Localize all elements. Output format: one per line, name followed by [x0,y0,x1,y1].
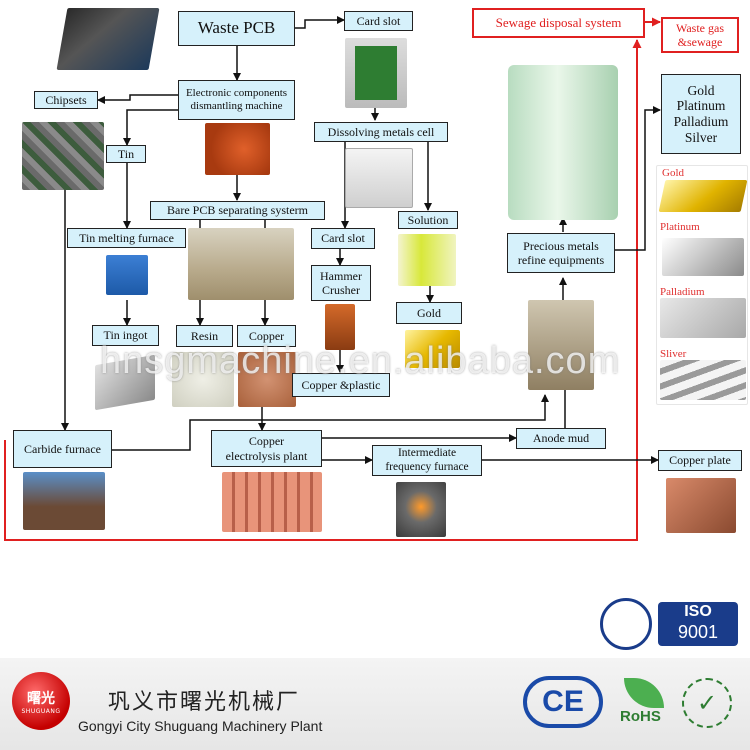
box-resin: Resin [176,325,233,347]
box-tin-ingot: Tin ingot [92,325,159,346]
carbide-furnace-image [23,472,105,530]
palladium-bar-image [660,298,746,338]
intermediate-furnace-image [396,482,446,537]
footer-bar [0,658,750,750]
box-precious-metals-list: Gold Platinum Palladium Silver [661,74,741,154]
box-waste-pcb: Waste PCB [178,11,295,46]
sewage-tank-image [508,65,618,220]
box-tin: Tin [106,145,146,163]
ce-mark-badge: CE [520,674,606,730]
metal-label-gold: Gold [662,167,684,179]
box-precious-refine: Precious metals refine equipments [507,233,615,273]
gold-bar-image [658,180,748,212]
hammer-crusher-image [325,304,355,350]
metal-label-platinum: Platinum [660,221,700,233]
box-gold: Gold [396,302,462,324]
sewage-loop [4,17,661,541]
silver-bars-image [660,360,746,400]
box-intermediate-furnace: Intermediate frequency furnace [372,445,482,476]
rohs-label: RoHS [620,708,661,725]
box-copper: Copper [237,325,296,347]
rohs-badge: RoHS [616,674,672,730]
box-copper-electrolysis: Copper electrolysis plant [211,430,322,467]
copper-granule-image [238,352,296,407]
iso-9001-badge: ISO 9001 [600,598,742,650]
box-card-slot-top: Card slot [344,11,413,31]
logo-english-text: SHUGUANG [21,707,61,715]
watermark: hnsgmachine.en.alibaba.com [100,340,621,382]
copper-plate-image [666,478,736,533]
iso-brand-text: ISO [684,603,712,620]
ce-mark-icon: CE [523,676,603,728]
refine-equipment-image [528,300,594,390]
platinum-bar-image [662,238,744,276]
company-logo: 曙光 SHUGUANG [12,672,70,730]
rohs-leaf-icon [624,678,664,708]
box-hammer-crusher: Hammer Crusher [311,265,371,301]
box-card-slot-mid: Card slot [311,228,375,249]
rohs-check-icon: ✓ [682,678,732,728]
box-bare-pcb-separating: Bare PCB separating systerm [150,201,325,220]
metal-label-silver: Sliver [660,348,687,360]
rohs-check-badge: ✓ [680,676,734,730]
company-name-english: Gongyi City Shuguang Machinery Plant [78,718,323,734]
solution-image [398,234,456,286]
bare-pcb-system-image [188,228,294,300]
electrolysis-image [222,472,322,532]
tin-melting-image [106,255,148,295]
box-copper-plastic: Copper &plastic [292,373,390,397]
metal-label-palladium: Palladium [660,286,705,298]
iso-seal-icon [600,598,652,650]
box-solution: Solution [398,211,458,229]
iso-box: ISO 9001 [658,602,738,646]
box-waste-gas-sewage: Waste gas &sewage [661,17,739,53]
chipsets-image [22,122,104,190]
box-copper-plate: Copper plate [658,450,742,471]
motherboard-image [56,8,160,70]
resin-powder-image [172,352,234,407]
box-carbide-furnace: Carbide furnace [13,430,112,468]
box-chipsets: Chipsets [34,91,98,109]
gold-bars-image [405,330,460,368]
company-name-chinese: 巩义市曙光机械厂 [108,690,301,715]
dissolving-cell-image [345,148,413,208]
box-dissolving-metals: Dissolving metals cell [314,122,448,142]
logo-chinese-text: 曙光 [27,690,55,707]
box-tin-melting-furnace: Tin melting furnace [67,228,186,248]
box-dismantling-machine: Electronic components dismantling machin… [178,80,295,120]
card-slot-image [345,38,407,108]
dismantling-machine-image [205,123,270,175]
box-anode-mud: Anode mud [516,428,606,449]
iso-number-text: 9001 [677,622,719,642]
box-sewage-disposal: Sewage disposal system [472,8,645,38]
